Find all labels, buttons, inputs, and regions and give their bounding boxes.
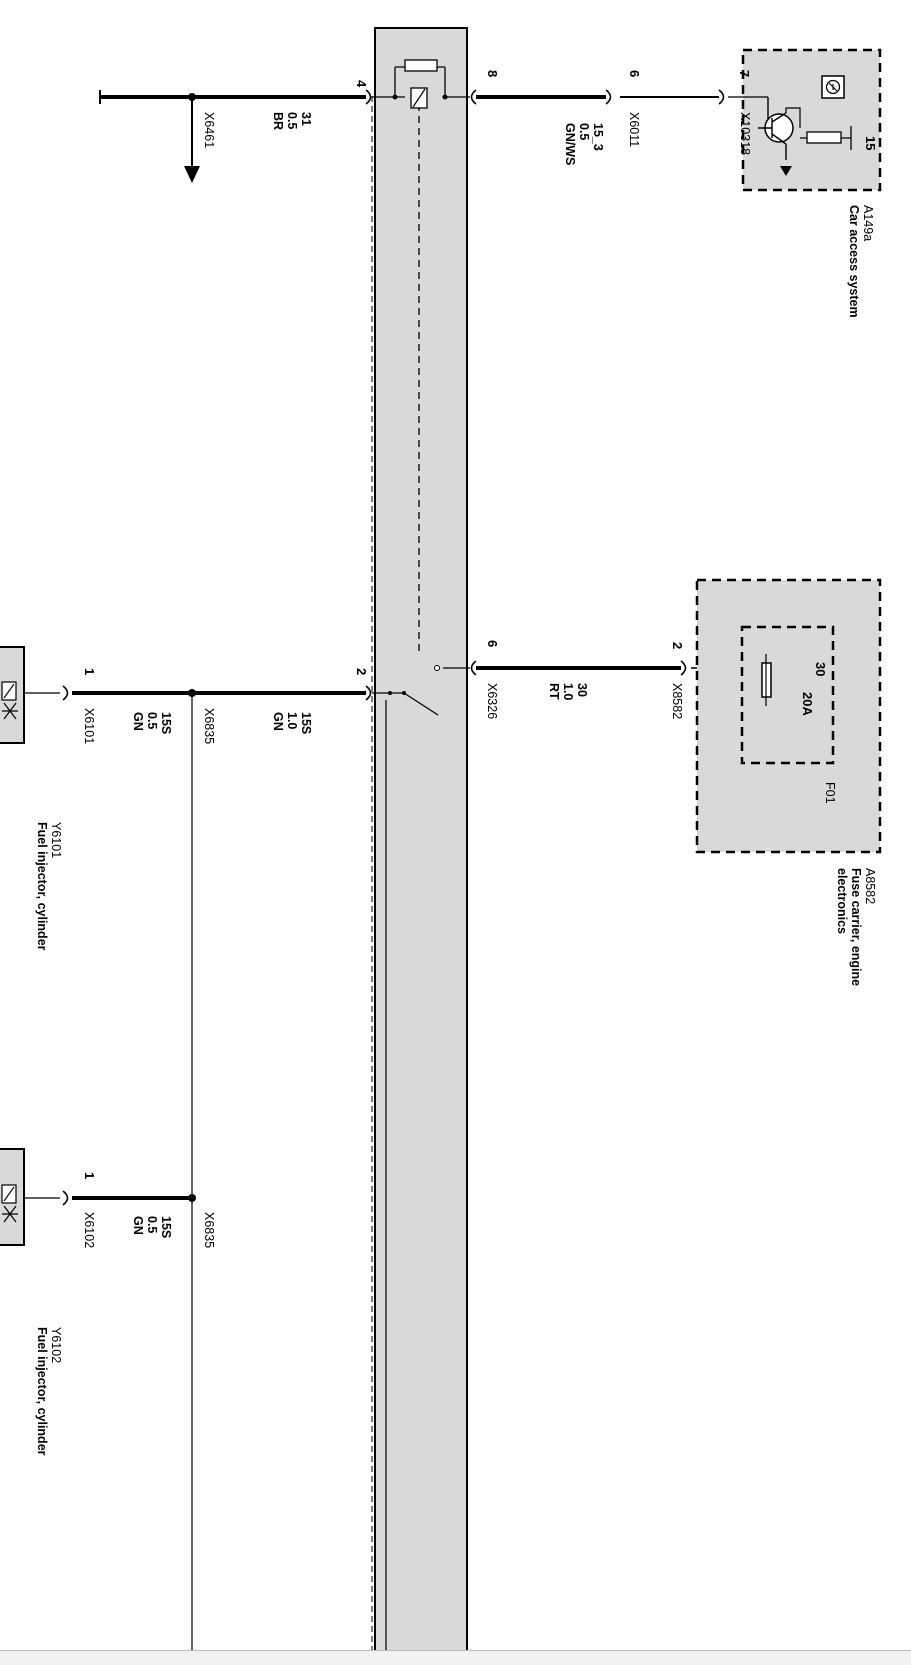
injector-2-wire-size: 0.5 <box>145 1216 159 1233</box>
relay-connector-id: X6326 <box>485 683 499 719</box>
fuel-injector-1: 1 X6101 Y6101 Fuel injector, cylinder <box>0 646 97 951</box>
cas-connector-id: X10318 <box>738 112 752 155</box>
cas-internal-wire <box>785 107 801 128</box>
ground-wire-group: 4 31 0.5 BR X6461 <box>99 80 372 183</box>
control-wire-size: 0.5 <box>577 123 591 140</box>
ground-arrow-head <box>184 166 200 183</box>
injector-2-component-name: Fuel injector, cylinder <box>35 1327 49 1456</box>
injector-1-component-name: Fuel injector, cylinder <box>35 822 49 951</box>
relay-resistor-symbol <box>404 59 438 72</box>
relay-coil-slash <box>412 88 426 108</box>
injector-1-wire-terminal: 15S <box>159 712 173 734</box>
cas-resistor-symbol <box>806 131 842 144</box>
fuse-inner-box <box>740 625 835 765</box>
horizontal-scrollbar[interactable] <box>0 1650 911 1665</box>
splice-connector-id: X6835 <box>202 1212 216 1248</box>
relay-switch-contact <box>434 665 440 671</box>
injector-1-wire-color: GN <box>131 712 145 731</box>
car-access-system-box <box>741 48 882 192</box>
injector-2-pin: 1 <box>82 1172 97 1179</box>
cas-terminal: 15 <box>863 136 878 150</box>
fuse-carrier-name-line2: electronics <box>835 868 849 934</box>
supply-wire-size: 1.0 <box>561 683 575 700</box>
control-wire-group: 8 15_3 0.5 GN/WS 6 X6011 <box>470 70 725 165</box>
cas-component-id: A149a <box>861 205 875 241</box>
ground-wire-terminal: 31 <box>299 112 313 126</box>
ground-wire-color: BR <box>271 112 285 130</box>
control-connector-id: X6011 <box>627 112 641 147</box>
injector-valve-icon <box>2 702 18 720</box>
injector-coil-slash <box>3 1186 15 1202</box>
control-connector-pin: 6 <box>627 70 642 77</box>
injector-2-component-id: Y6102 <box>49 1327 63 1363</box>
ground-wire-size: 0.5 <box>285 112 299 129</box>
supply-wire-group: 6 X6326 30 1.0 RT <box>470 640 758 719</box>
output-wire-terminal: 15S <box>299 712 313 734</box>
injector-coil-slash <box>3 683 15 699</box>
cas-component-name: Car access system <box>847 205 861 318</box>
fuse-id: F01 <box>823 782 837 804</box>
sensor-icon-mark <box>828 82 838 92</box>
relay-housing <box>374 27 468 1664</box>
connector-symbol <box>365 89 372 105</box>
connector-symbol <box>62 1190 69 1206</box>
connector-symbol <box>470 89 477 105</box>
relay-pin-switch-output: 2 <box>354 668 369 675</box>
connector-symbol <box>365 685 372 701</box>
connector-symbol <box>718 89 725 105</box>
connector-symbol <box>62 685 69 701</box>
injector-1-connector-id: X6101 <box>82 708 96 744</box>
connector-symbol <box>680 660 687 676</box>
output-wire-group: 2 15S 1.0 GN X6835 15S 0.5 GN <box>24 668 372 1664</box>
car-access-system: 7 X10318 15 A149a Car access system <box>728 48 882 318</box>
fuel-injector-2: 1 X6102 X6835 15S 0.5 GN Y6102 Fuel inje… <box>0 1148 216 1456</box>
sensor-icon-circle <box>825 79 841 95</box>
injector-2-wire-color: GN <box>131 1216 145 1235</box>
relay-pin-coil-supply: 8 <box>485 70 500 77</box>
injector-2-connector-id: X6102 <box>82 1212 96 1248</box>
control-wire-terminal: 15_3 <box>591 123 605 151</box>
fuse-terminal: 30 <box>813 662 828 676</box>
relay-node <box>402 691 406 695</box>
fuse-carrier-pin: 2 <box>670 642 685 649</box>
injector-1-pin: 1 <box>82 668 97 675</box>
output-wire-size: 1.0 <box>285 712 299 729</box>
relay-node <box>392 94 398 100</box>
ground-connector-id: X6461 <box>202 112 216 148</box>
injector-1-component-id: Y6101 <box>49 822 63 858</box>
cas-pin: 7 <box>737 70 752 77</box>
cas-internal-wire <box>800 126 852 150</box>
injector-valve-icon <box>2 1205 18 1223</box>
injector-2-wire-terminal: 15S <box>159 1216 173 1238</box>
relay-pin-switch-input: 6 <box>485 640 500 647</box>
fuse-carrier-component-id: A8582 <box>863 868 877 904</box>
splice-dot <box>188 1194 196 1202</box>
connector-symbol <box>605 89 612 105</box>
fuse-carrier-box <box>695 578 882 854</box>
injector-1-wire-size: 0.5 <box>145 712 159 729</box>
supply-wire-terminal: 30 <box>575 683 589 697</box>
fuse-carrier-connector-id: X8582 <box>670 683 684 719</box>
fuse-rating: 20A <box>800 692 815 716</box>
connector-symbol <box>470 660 477 676</box>
relay-node <box>442 94 448 100</box>
supply-wire-color: RT <box>547 683 561 700</box>
transistor-leads <box>758 97 787 160</box>
control-wire-color: GN/WS <box>563 123 577 165</box>
relay-node <box>388 691 392 695</box>
relay-module <box>371 27 470 1664</box>
relay-pin-coil-ground: 4 <box>354 80 369 88</box>
splice-connector-id: X6835 <box>202 708 216 744</box>
output-wire-color: GN <box>271 712 285 731</box>
fuse-carrier-name-line1: Fuse carrier, engine <box>849 868 863 986</box>
transistor-arrow <box>780 166 792 176</box>
fuse-carrier: 2 X8582 30 20A F01 A8582 Fuse carrier, e… <box>670 578 882 986</box>
